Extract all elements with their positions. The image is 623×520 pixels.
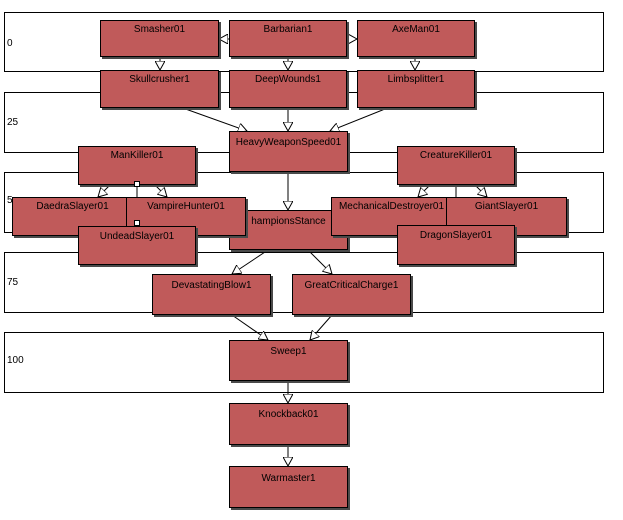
edge-championsstance-greatcriticalcharge [307, 249, 332, 274]
connector-handle-bottom[interactable] [134, 220, 140, 226]
node-championsstance[interactable]: hampionsStance [229, 210, 348, 250]
edge-devastatingblow-sweep [231, 314, 268, 340]
node-undeadslayer[interactable]: UndeadSlayer01 [78, 226, 196, 265]
node-warmaster[interactable]: Warmaster1 [229, 466, 348, 508]
edge-mankiller-vampirehunter [154, 184, 167, 197]
node-deepwounds[interactable]: DeepWounds1 [229, 70, 347, 108]
edge-greatcriticalcharge-sweep [310, 314, 333, 340]
node-limbsplitter[interactable]: Limbsplitter1 [357, 70, 475, 108]
node-barbarian[interactable]: Barbarian1 [229, 20, 347, 57]
node-sweep[interactable]: Sweep1 [229, 340, 348, 381]
tier-label-25: 25 [7, 117, 19, 128]
edge-limbsplitter-heavyweapon [330, 106, 391, 131]
node-devastatingblow[interactable]: DevastatingBlow1 [152, 274, 271, 315]
edge-championsstance-devastatingblow [232, 249, 269, 274]
edge-creaturekiller-giantslayer [474, 184, 487, 197]
node-heavyweaponspeed[interactable]: HeavyWeaponSpeed01 [229, 131, 348, 172]
connector-handle-top[interactable] [134, 181, 140, 187]
edge-creaturekiller-mechanicaldestroyer [418, 184, 431, 197]
node-mankiller[interactable]: ManKiller01 [78, 146, 196, 185]
node-smasher[interactable]: Smasher01 [100, 20, 219, 57]
node-dragonslayer[interactable]: DragonSlayer01 [397, 225, 515, 265]
edge-mankiller-daedraslayer [98, 184, 111, 197]
tier-label-50: 5 [7, 195, 13, 206]
node-creaturekiller[interactable]: CreatureKiller01 [397, 146, 515, 185]
edge-skullcrusher-heavyweapon [179, 106, 247, 131]
tier-label-100: 100 [7, 355, 24, 366]
node-axeman[interactable]: AxeMan01 [357, 20, 475, 57]
tier-label-75: 75 [7, 277, 19, 288]
node-skullcrusher[interactable]: Skullcrusher1 [100, 70, 219, 108]
node-greatcriticalcharge[interactable]: GreatCriticalCharge1 [292, 274, 411, 315]
node-knockback[interactable]: Knockback01 [229, 403, 348, 445]
tier-label-0: 0 [7, 38, 13, 49]
